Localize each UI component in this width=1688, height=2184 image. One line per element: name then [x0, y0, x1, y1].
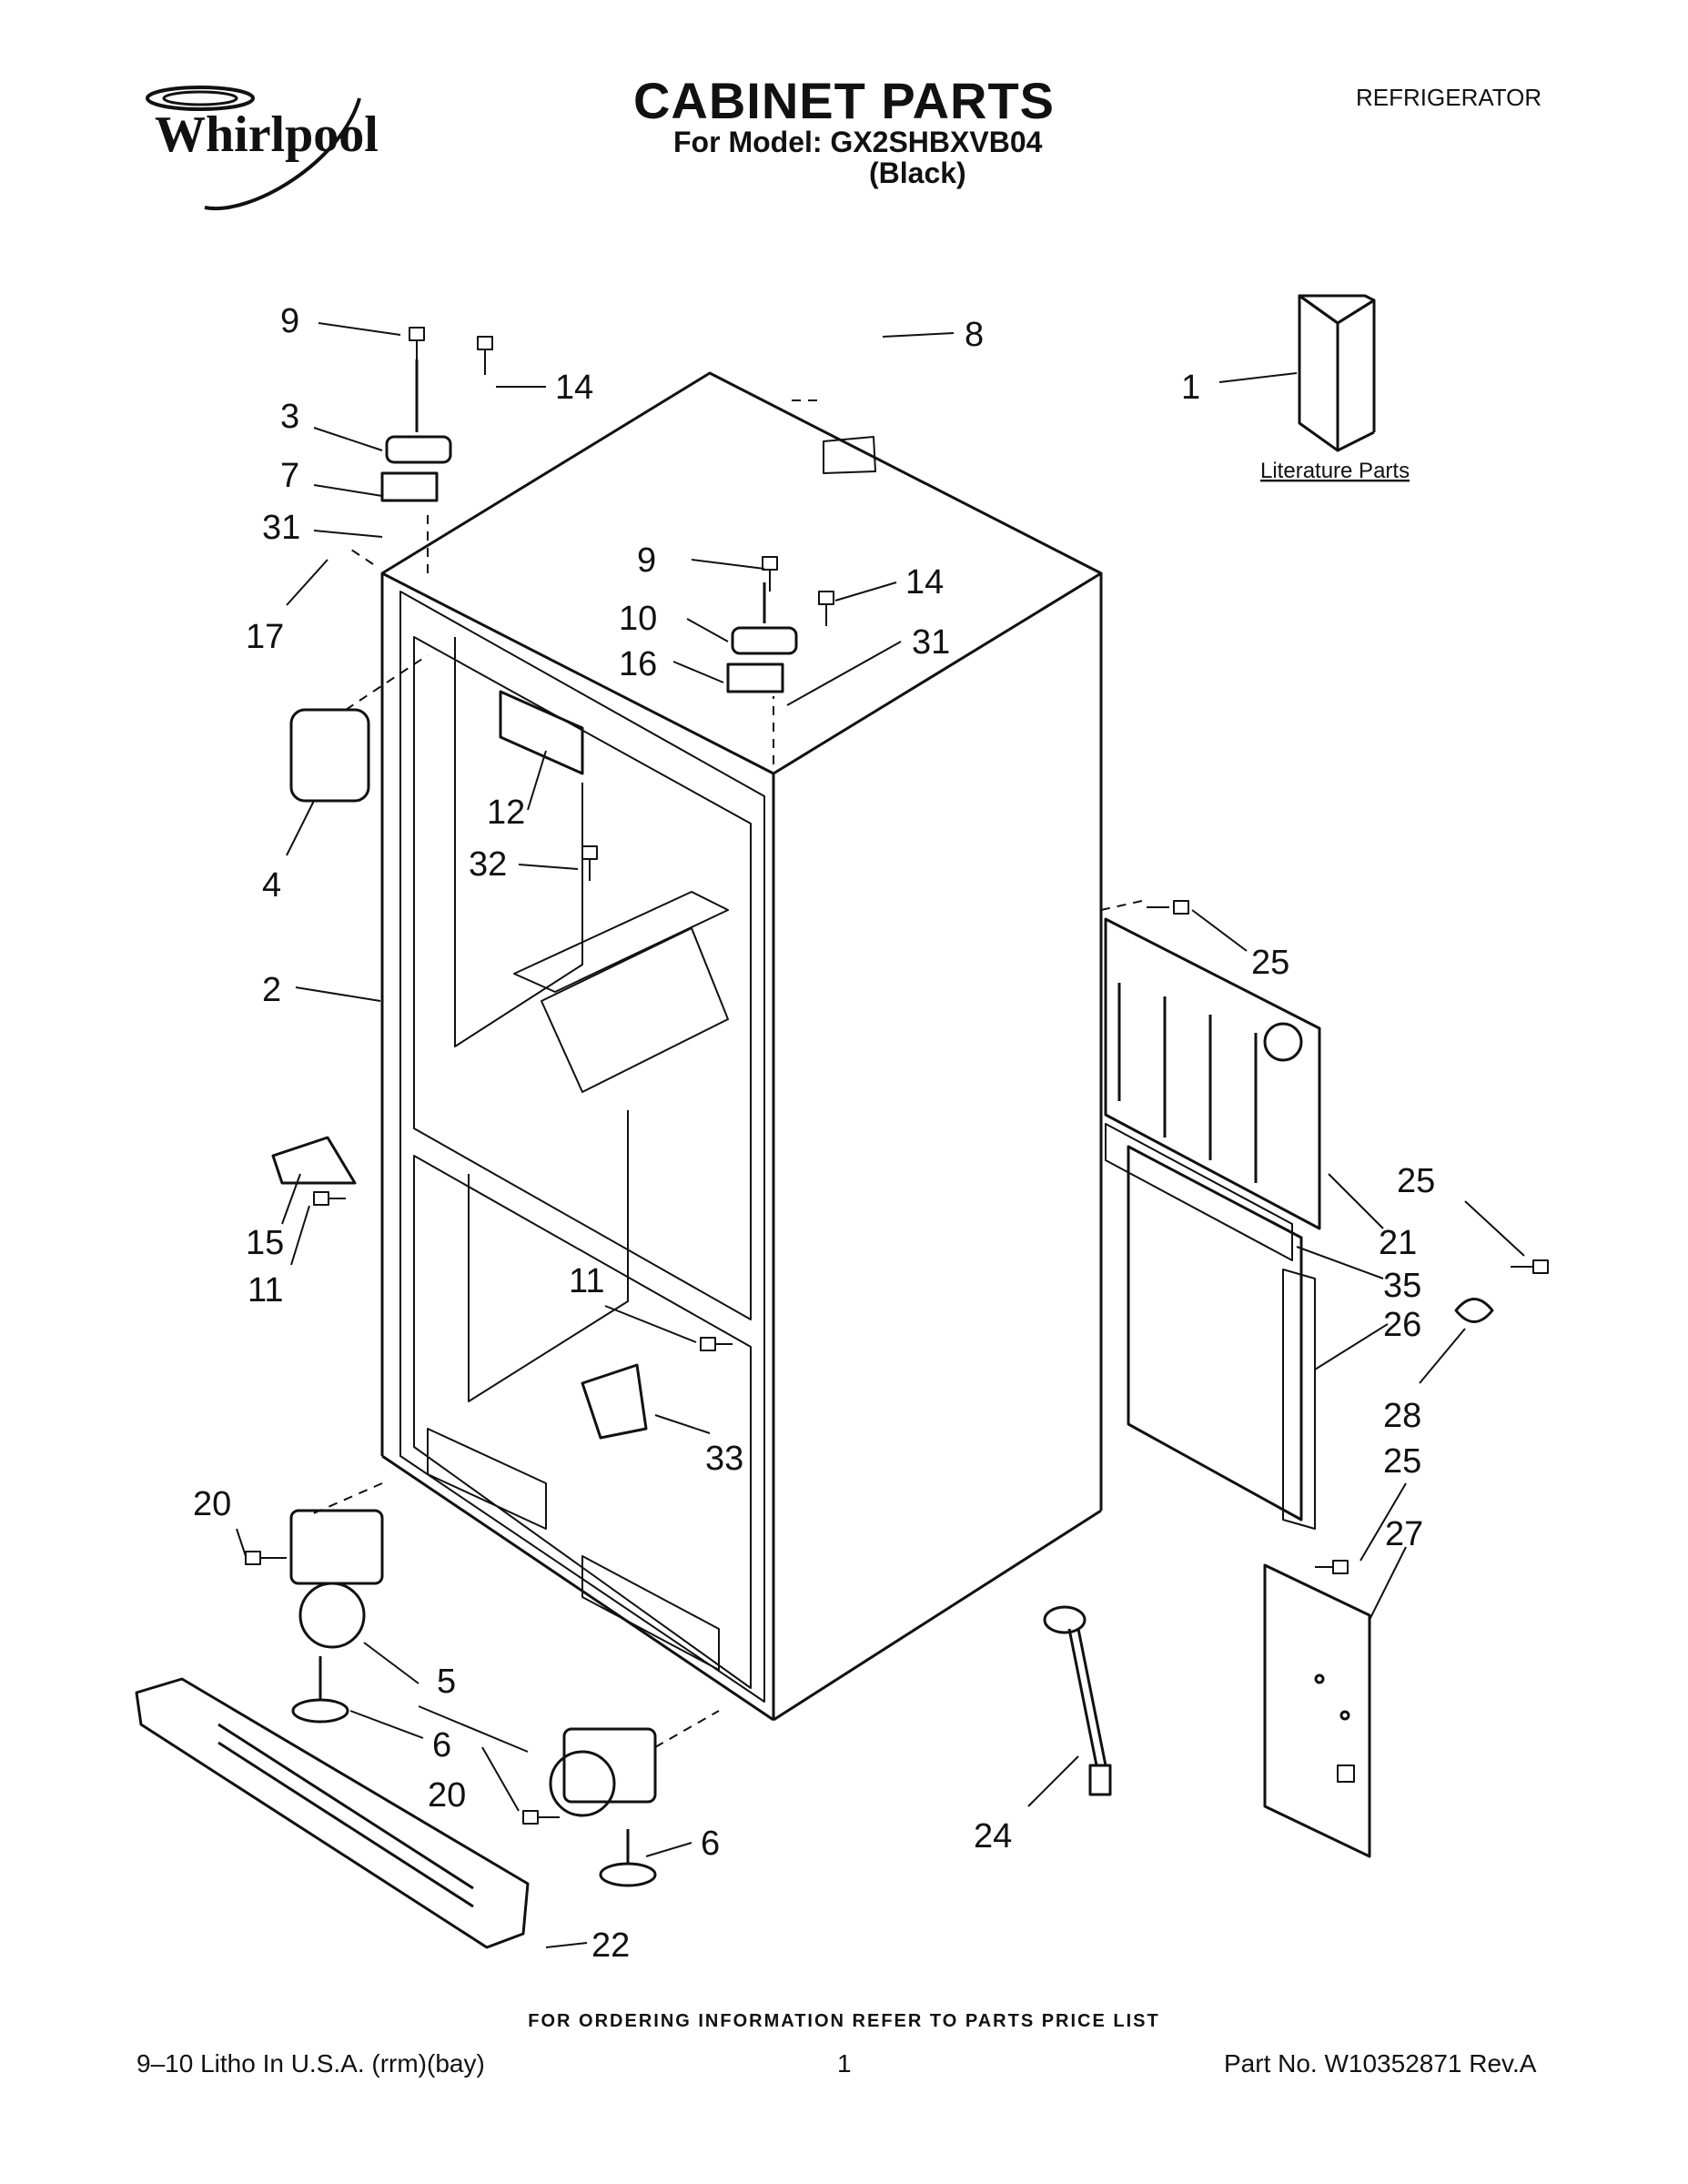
callout-31-right: 31 — [912, 623, 950, 662]
callout-3: 3 — [280, 398, 299, 436]
rear-access-cover — [1104, 917, 1321, 1230]
top-hinge-left — [380, 359, 452, 502]
callout-14-top-left: 14 — [555, 369, 593, 407]
callout-28: 28 — [1383, 1397, 1421, 1435]
hinge-bracket-15 — [271, 1136, 357, 1185]
callout-35: 35 — [1383, 1267, 1421, 1305]
callout-9-top-right: 9 — [637, 541, 656, 580]
rear-panel-26 — [1127, 1145, 1303, 1522]
callout-11-left: 11 — [248, 1271, 283, 1309]
front-roller-left — [289, 1509, 384, 1724]
label-part — [823, 436, 876, 474]
callout-4: 4 — [262, 866, 281, 905]
callout-25-top: 25 — [1251, 944, 1289, 982]
callout-5: 5 — [437, 1663, 456, 1701]
callout-17: 17 — [246, 618, 284, 656]
hinge-bracket-33 — [581, 1363, 648, 1440]
callout-27: 27 — [1385, 1515, 1423, 1553]
rear-panel-27 — [1263, 1563, 1371, 1858]
top-hinge-right — [726, 582, 798, 693]
clamp-part — [1454, 1298, 1494, 1323]
wire-harness — [1043, 1605, 1112, 1796]
callout-8: 8 — [965, 316, 984, 354]
callout-6-left: 20 — [428, 1776, 466, 1815]
callout-7: 7 — [280, 457, 299, 495]
callout-20-bottom: 6 — [432, 1726, 451, 1764]
callout-2: 2 — [262, 971, 281, 1009]
category-label: REFRIGERATOR — [1356, 84, 1542, 111]
callout-24: 24 — [974, 1817, 1012, 1855]
control-box — [289, 708, 370, 803]
litho-info: 9–10 Litho In U.S.A. (rrm)(bay) — [136, 2049, 485, 2078]
callout-21: 21 — [1379, 1224, 1417, 1262]
callout-11-center: 11 — [569, 1262, 604, 1300]
whirlpool-logo: Whirlpool — [146, 86, 379, 211]
page-title: CABINET PARTS — [632, 72, 1056, 129]
callout-33: 33 — [705, 1440, 743, 1478]
model-line: For Model: GX2SHBXVB04 — [673, 126, 1043, 158]
callout-25-bottom: 25 — [1383, 1442, 1421, 1481]
callout-12: 12 — [487, 794, 525, 832]
front-roller-right — [549, 1727, 657, 1887]
refrigerator-cabinet — [380, 371, 1103, 1722]
callout-32: 32 — [469, 845, 507, 884]
callout-15: 15 — [246, 1224, 284, 1262]
literature-parts-label: Literature Parts — [1260, 459, 1410, 483]
screws — [245, 327, 1549, 1825]
callout-20-left: 20 — [193, 1485, 231, 1523]
seal-strip-35 — [1105, 1123, 1293, 1261]
callout-9-top-left: 9 — [280, 302, 299, 340]
callout-16: 16 — [619, 645, 657, 683]
callout-26: 26 — [1383, 1306, 1421, 1344]
literature-booklet — [1298, 294, 1376, 452]
callout-6-right: 6 — [701, 1825, 720, 1863]
callout-10: 10 — [619, 600, 657, 638]
callout-14-top-right: 14 — [905, 563, 944, 602]
toe-grille — [135, 1677, 530, 1949]
callout-25-right: 25 — [1397, 1162, 1435, 1200]
ordering-note: FOR ORDERING INFORMATION REFER TO PARTS … — [528, 2011, 1160, 2031]
part-number: Part No. W10352871 Rev.A — [1224, 2049, 1537, 2078]
variant-label: (Black) — [869, 157, 966, 189]
callout-31-left: 31 — [262, 509, 300, 547]
page-number: 1 — [837, 2049, 852, 2078]
callout-1: 1 — [1181, 369, 1200, 407]
brand-wordmark: Whirlpool — [155, 106, 379, 163]
bracket-part — [499, 690, 584, 775]
callout-22: 22 — [591, 1926, 630, 1965]
